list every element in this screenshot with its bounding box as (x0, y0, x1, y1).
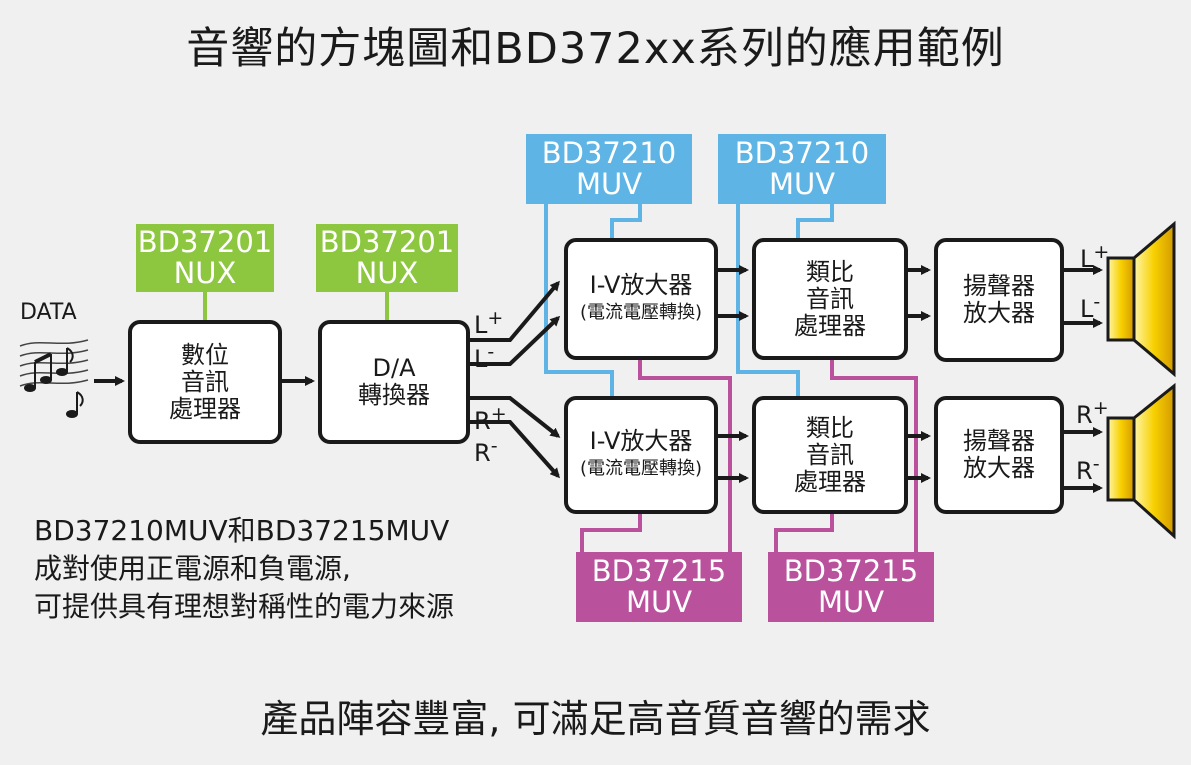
chip-tag-part: BD37201 (137, 225, 273, 259)
block-label-line: 類比 (806, 257, 854, 286)
block-label-line: 處理器 (794, 311, 866, 340)
block-label-main: I-V放大器 (589, 270, 693, 299)
chip-tag-part: BD37210 (541, 136, 677, 170)
muv-blue-1-line-inner (610, 202, 642, 242)
arrow-r-minus-to-iv (468, 420, 560, 479)
chip-tag-muv-pink-2: BD37215 MUV (768, 552, 934, 622)
speaker-amplifier-left-block: 揚聲器 放大器 (934, 238, 1064, 362)
block-label-line: 揚聲器 (963, 272, 1035, 300)
block-label-line: 放大器 (963, 299, 1035, 327)
block-label-line: 類比 (806, 413, 854, 442)
chip-tag-suffix: NUX (173, 256, 237, 290)
block-label-line: 處理器 (169, 394, 241, 423)
block-label-line: 處理器 (794, 467, 866, 496)
signal-letter: L (474, 345, 488, 373)
muv-blue-1-line-outer (544, 202, 614, 398)
block-label-sub: (電流電壓轉換) (579, 457, 703, 479)
block-label-line: 揚聲器 (963, 427, 1035, 455)
signal-polarity: + (1093, 241, 1110, 263)
speaker-amplifier-right-block: 揚聲器 放大器 (934, 396, 1064, 514)
chip-tag-suffix: NUX (355, 256, 419, 290)
speaker-right-icon (1106, 382, 1176, 540)
power-supply-note: BD37210MUV和BD37215MUV 成對使用正電源和負電源, 可提供具有… (34, 512, 454, 626)
muv-blue-2-line-inner (796, 202, 834, 242)
speaker-label-r-plus: R+ (1076, 396, 1109, 427)
block-label-line: 數位 (181, 340, 229, 369)
chip-tag-suffix: MUV (817, 585, 885, 619)
note-line: 可提供具有理想對稱性的電力來源 (34, 590, 455, 623)
signal-letter: R (1076, 401, 1093, 429)
chip-tag-suffix: MUV (768, 167, 836, 201)
muv-pink-1-line-inner (580, 512, 642, 552)
signal-polarity: + (487, 307, 504, 329)
muv-pink-2-line-outer (830, 358, 918, 552)
iv-amplifier-left-block: I-V放大器 (電流電壓轉換) (564, 238, 718, 360)
chip-tag-part: BD37201 (319, 225, 455, 259)
signal-letter: R (474, 439, 491, 467)
signal-letter: L (1080, 295, 1094, 323)
arrow-r-plus-to-iv (468, 396, 561, 438)
chip-tag-part: BD37210 (734, 136, 870, 170)
iv-amplifier-right-block: I-V放大器 (電流電壓轉換) (564, 396, 718, 514)
speaker-label-l-plus: L+ (1080, 240, 1109, 271)
signal-polarity: - (490, 435, 498, 457)
page-title: 音響的方塊圖和BD372xx系列的應用範例 (186, 24, 1005, 74)
signal-polarity: - (487, 341, 495, 363)
signal-label-l-plus: L+ (474, 306, 503, 337)
arrow-l-minus-to-iv (468, 315, 561, 366)
signal-letter: L (474, 311, 488, 339)
signal-letter: L (1080, 245, 1094, 273)
note-line: 成對使用正電源和負電源, (34, 552, 351, 585)
block-label-line: 音訊 (806, 284, 854, 313)
chip-tag-part: BD37215 (783, 554, 919, 588)
chip-tag-dsp: BD37201 NUX (136, 224, 274, 292)
analog-audio-processor-right-block: 類比 音訊 處理器 (752, 396, 908, 514)
signal-label-r-plus: R+ (474, 402, 507, 433)
digital-audio-processor-block: 數位 音訊 處理器 (128, 320, 282, 444)
block-label-line: 轉換器 (358, 381, 430, 409)
signal-letter: R (1076, 457, 1093, 485)
signal-label-r-minus: R- (474, 434, 498, 465)
footer-caption: 產品陣容豐富, 可滿足高音質音響的需求 (260, 697, 931, 741)
signal-polarity: - (1092, 453, 1100, 475)
signal-label-l-minus: L- (474, 340, 494, 371)
muv-pink-2-line-inner (774, 512, 834, 552)
dac-block: D/A 轉換器 (318, 320, 470, 444)
chip-tag-muv-blue-1: BD37210 MUV (526, 134, 692, 204)
speaker-label-r-minus: R- (1076, 452, 1100, 483)
arrow-l-plus-to-iv (468, 280, 560, 342)
chip-tag-dac: BD37201 NUX (316, 224, 458, 292)
block-label-line: D/A (372, 354, 416, 382)
block-label-main: I-V放大器 (589, 426, 693, 455)
music-notes-icon (19, 339, 89, 418)
chip-tag-muv-pink-1: BD37215 MUV (576, 552, 742, 622)
chip-tag-muv-blue-2: BD37210 MUV (718, 134, 886, 204)
signal-polarity: + (1092, 397, 1109, 419)
block-label-line: 放大器 (963, 454, 1035, 482)
chip-tag-suffix: MUV (575, 167, 643, 201)
chip-tag-part: BD37215 (591, 554, 727, 588)
analog-audio-processor-left-block: 類比 音訊 處理器 (752, 238, 908, 360)
muv-pink-1-line-outer (638, 358, 732, 552)
data-input-label: DATA (20, 300, 77, 325)
signal-polarity: - (1093, 291, 1101, 313)
speaker-label-l-minus: L- (1080, 290, 1100, 321)
signal-letter: R (474, 407, 491, 435)
note-line: BD37210MUV和BD37215MUV (34, 514, 450, 547)
speaker-left-icon (1106, 220, 1176, 378)
block-label-sub: (電流電壓轉換) (579, 301, 703, 323)
block-label-line: 音訊 (806, 440, 854, 469)
block-label-line: 音訊 (181, 367, 229, 396)
signal-polarity: + (490, 403, 507, 425)
muv-blue-2-line-outer (736, 202, 800, 398)
chip-tag-suffix: MUV (625, 585, 693, 619)
